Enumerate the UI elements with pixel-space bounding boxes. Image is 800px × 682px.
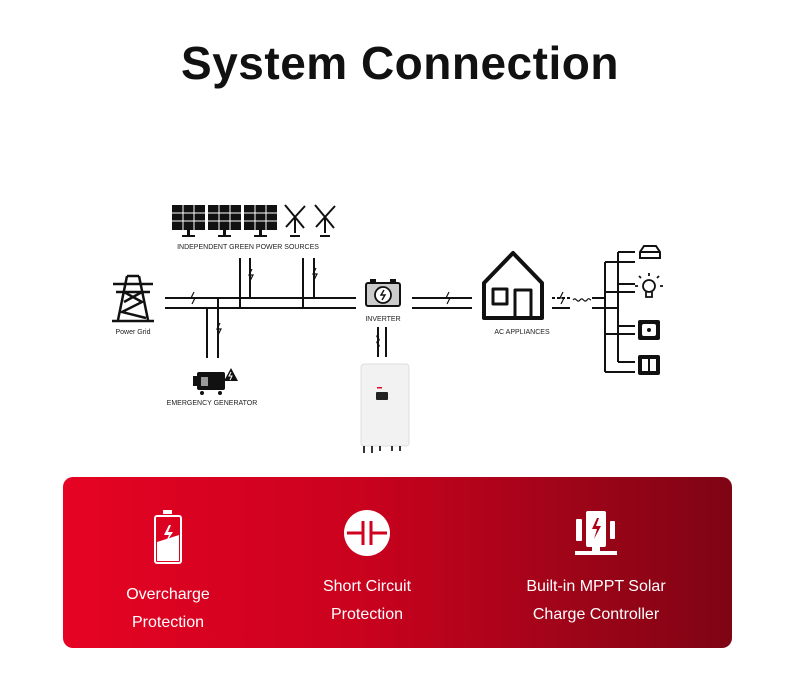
feature-mppt: Built-in MPPT Solar Charge Controller — [486, 477, 706, 629]
power-socket-icon — [638, 320, 660, 340]
solar-panel-icons — [172, 205, 277, 237]
generator-icon — [193, 368, 238, 395]
green-sources-label: INDEPENDENT GREEN POWER SOURCES — [177, 244, 319, 251]
ac-appliances-label: AC APPLIANCES — [494, 329, 550, 336]
short-circuit-icon — [344, 510, 390, 556]
feature-title-line2: Protection — [330, 606, 404, 623]
system-diagram — [112, 204, 663, 453]
feature-short-circuit: Short Circuit Protection — [257, 477, 477, 629]
wind-turbine-icons — [284, 204, 336, 237]
generator-label: EMERGENCY GENERATOR — [166, 400, 258, 407]
feature-overcharge: Overcharge Protection — [58, 477, 278, 637]
features-panel: Overcharge Protection Short Circuit Prot… — [63, 477, 732, 648]
inverter-icon — [365, 279, 401, 307]
power-grid-label: Power Grid — [115, 329, 151, 336]
light-bulb-icon — [635, 273, 663, 298]
switch-icon — [638, 355, 660, 375]
page-title: System Connection — [181, 37, 619, 89]
inverter-label: INVERTER — [365, 316, 401, 323]
car-icon — [639, 245, 661, 259]
house-icon — [482, 251, 544, 320]
feature-title-line1: Overcharge — [126, 586, 210, 603]
mppt-controller-icon — [575, 511, 617, 555]
feature-title-line1: Built-in MPPT Solar — [526, 578, 666, 595]
feature-title-line1: Short Circuit — [322, 578, 412, 595]
power-tower-icon — [112, 274, 154, 323]
battery-charge-icon — [154, 510, 182, 564]
feature-title-line2: Charge Controller — [532, 606, 660, 623]
inverter-device-image — [360, 363, 410, 453]
feature-title-line2: Protection — [131, 614, 205, 631]
